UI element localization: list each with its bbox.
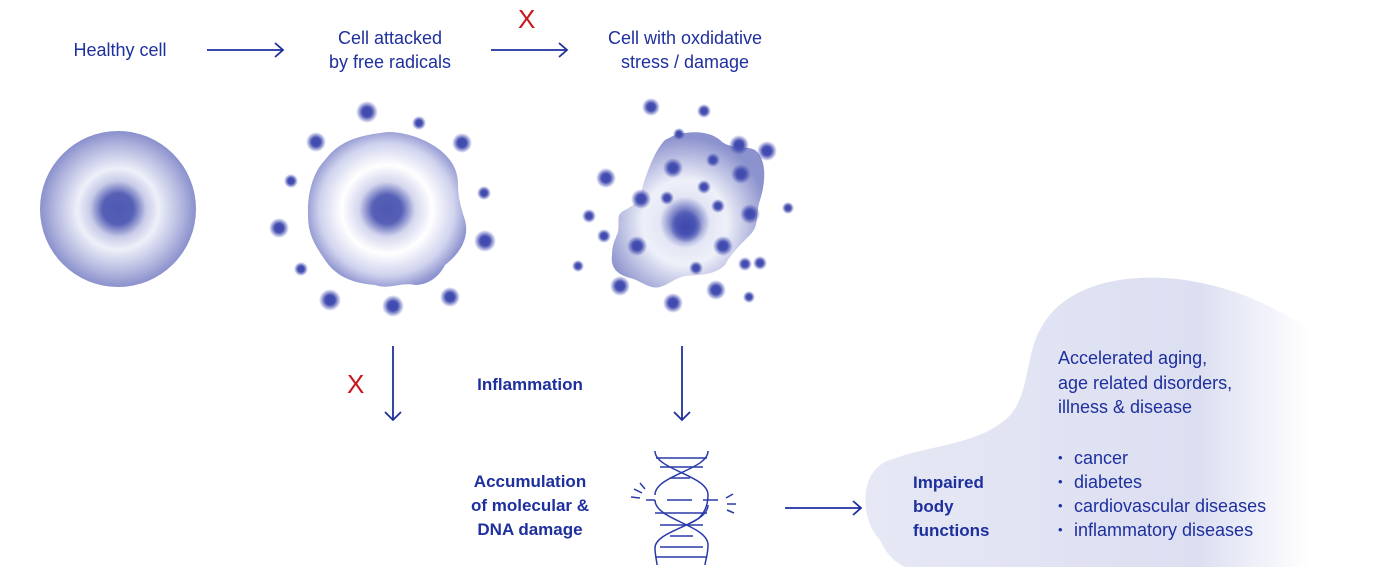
label-accumulation-line3: DNA damage [477, 520, 583, 539]
label-attacked-line1: Cell attacked [337, 28, 443, 48]
label-attacked-line2: by free radicals [328, 52, 452, 72]
arrow-attacked-to-oxidative [491, 42, 569, 58]
label-accumulation-line2: of molecular & [470, 496, 590, 515]
label-impaired-line2: body [913, 497, 954, 516]
free-radicals-oxidative [572, 98, 794, 313]
label-healthy-cell: Healthy cell [73, 40, 167, 60]
disease-item: diabetes [1058, 470, 1266, 494]
healthy-cell [40, 131, 196, 287]
arrow-healthy-to-attacked [207, 42, 285, 58]
free-radicals-attacked [269, 101, 496, 317]
attacked-cell [307, 132, 467, 287]
label-impaired-line3: functions [913, 521, 990, 540]
blocked-x-mark-top: X [518, 4, 536, 34]
label-accumulation-line1: Accumulation [473, 472, 587, 491]
disease-list: cancer diabetes cardiovascular diseases … [1058, 446, 1266, 542]
outcome-line3: illness & disease [1058, 397, 1193, 417]
arrow-dna-to-impaired [785, 500, 863, 516]
outcome-line2: age related disorders, [1058, 373, 1233, 393]
dna-helix-icon [630, 450, 736, 566]
label-inflammation: Inflammation [477, 375, 583, 394]
arrow-attacked-down [384, 346, 402, 422]
disease-item: inflammatory diseases [1058, 518, 1266, 542]
label-impaired-line1: Impaired [913, 473, 984, 492]
outcome-line1: Accelerated aging, [1058, 348, 1208, 368]
label-oxidative-line2: stress / damage [620, 52, 750, 72]
disease-item: cancer [1058, 446, 1266, 470]
arrow-oxidative-down [673, 346, 691, 422]
disease-item: cardiovascular diseases [1058, 494, 1266, 518]
blocked-x-mark-left: X [347, 369, 365, 399]
label-oxidative-line1: Cell with oxdidative [607, 28, 763, 48]
